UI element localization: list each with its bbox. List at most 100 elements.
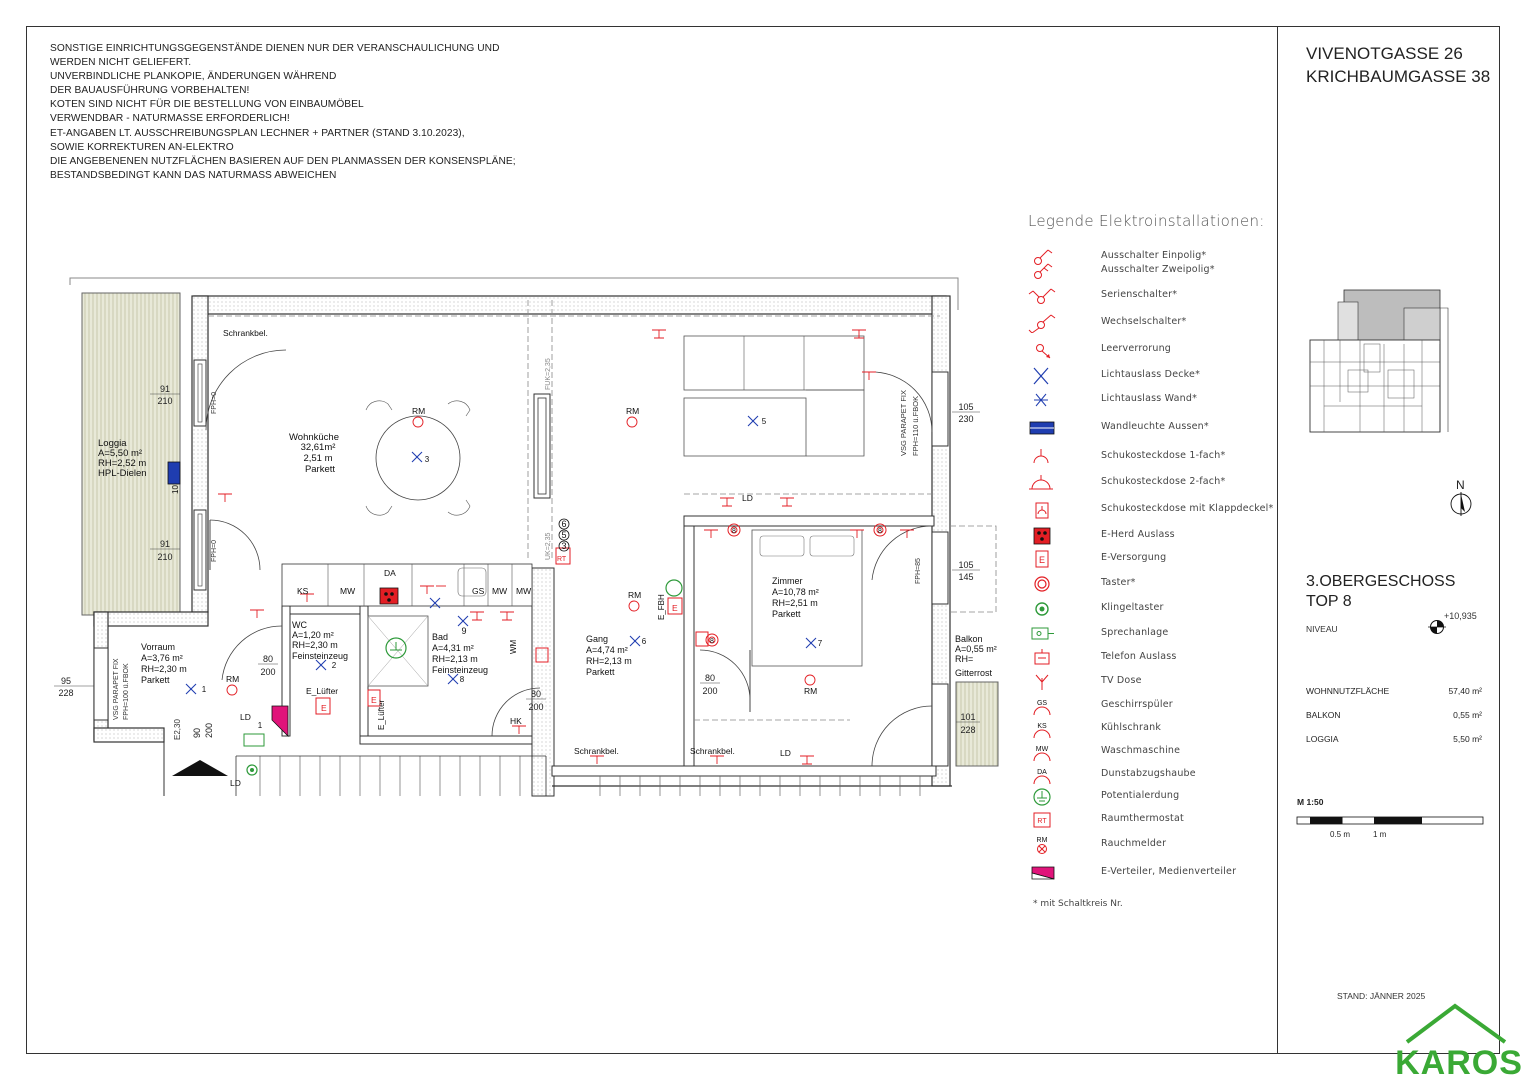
thermostat-icon [695,631,709,647]
extractor-hood-icon: DA [1033,769,1051,785]
floor-plan: 6 5 3 3 5 8 8 8 7 1 2 8 9 6 1 10 Loggia … [54,277,999,797]
circuit-number: 3 [561,541,566,551]
legend-item: Wechselschalter* [1028,313,1273,333]
socket-double-icon [1029,475,1053,490]
legend-item-label: Dunstabzugshaube [1101,768,1196,779]
outdoor-wall-light-icon [167,461,181,485]
doorbell-button-icon [1035,602,1049,616]
intercom-icon [1031,627,1054,640]
outdoor-wall-light-icon [1029,421,1055,435]
legend-item-label: E-Verteiler, Medienverteiler [1101,866,1237,877]
switch-single-icon [1034,249,1053,265]
title-block-divider [1277,26,1278,1054]
dim-bottom: 210 [157,552,172,562]
switch-double-icon [1034,263,1053,279]
room-floor: HPL-Dielen [98,468,147,479]
legend-item: Sprechanlage [1028,624,1273,644]
parapet-label: VSG PARAPET FIX [113,658,120,720]
room-height: RH=2,13 m [432,654,478,664]
note-line: BESTANDSBEDINGT KANN DAS NATURMASS ABWEI… [50,169,337,181]
dishwasher-tag: GS [472,586,485,596]
washer-label: WM [509,639,518,654]
scale-bar [1296,816,1484,825]
level-marker-icon [1428,620,1446,634]
dishwasher-icon: GS [1033,700,1051,716]
legend-item-label: TV Dose [1101,675,1142,686]
area-label: BALKON [1306,710,1341,720]
circuit-number: 3 [425,455,430,464]
dim-bottom: 200 [702,686,717,696]
legend-item: Ausschalter Zweipolig* [1028,261,1273,281]
note-line: UNVERBINDLICHE PLANKOPIE, ÄNDERUNGEN WÄH… [50,71,337,83]
smoke-detector-icon [626,416,638,428]
thermostat-tag: RT [557,556,567,563]
unit-name: TOP 8 [1306,593,1352,610]
room-height: RH=2,30 m [141,664,187,674]
room-area: A=10,78 m² [772,587,819,597]
distribution-board-icon [271,705,289,737]
stair-label: E2,30 [173,719,182,740]
power-supply-icon [315,697,331,715]
smoke-detector-icon [412,416,424,428]
dim-top: 80 [705,673,715,683]
window-height-label: FPH=0 [211,392,218,414]
legend-item-label: Schukosteckdose 1-fach* [1101,450,1226,461]
beam-label: FUK=2,35 [545,358,552,390]
balcony-grate [955,681,999,767]
grounding-icon [665,579,683,597]
note-line: VERWENDBAR - NATURMASSE ERFORDERLICH! [50,113,290,125]
window-height-label: FPH=0 [211,540,218,562]
legend-item-label: Ausschalter Zweipolig* [1101,264,1215,275]
legend-item-label: Ausschalter Einpolig* [1101,250,1207,261]
svg-text:RM: RM [1037,837,1048,844]
cabinet-light-label: Schrankbel. [574,746,619,756]
legend-item: Serienschalter* [1028,286,1273,306]
svg-text:RT: RT [1037,818,1047,825]
power-supply-icon: E [1035,550,1049,568]
area-value: 57,40 m² [1448,686,1482,696]
room-name: Vorraum [141,642,175,652]
floor-name: 3.OBERGESCHOSS [1306,573,1456,590]
legend-item: E-Verteiler, Medienverteiler [1028,863,1273,883]
circuit-number: 2 [332,661,337,670]
doorbell-button-icon [246,764,258,776]
area-label: LOGGIA [1306,734,1339,744]
revision-date: STAND: JÄNNER 2025 [1337,991,1426,1001]
circuit-number: 7 [818,639,823,648]
legend-item-label: Raumthermostat [1101,813,1184,824]
thermostat-icon [555,547,571,565]
room-name: Balkon [955,634,983,644]
dim-top: 90 [192,728,202,738]
legend-item: Telefon Auslass [1028,648,1273,668]
hood-tag: DA [384,568,396,578]
series-switch-icon [1028,288,1056,304]
dishwasher-tag: GS [1037,700,1047,707]
room-height: RH=2,13 m [586,656,632,666]
smoke-tag: RM [412,406,425,416]
grounding-icon [385,637,407,659]
room-floor: Feinsteinzeug [432,665,488,675]
room-floor: Parkett [586,667,615,677]
room-name: Gang [586,634,608,644]
legend-item-label: Taster* [1101,577,1136,588]
extractor-tag: MW [492,586,507,596]
legend-item-label: Klingeltaster [1101,602,1164,613]
room-name: Wohnküche [289,432,339,443]
note-line: SOWIE KORREKTUREN AN-ELEKTRO [50,141,234,153]
legend-item-label: Schukosteckdose mit Klappdeckel* [1101,503,1274,514]
legend-item: E-Herd Auslass [1028,526,1273,546]
socket-single-icon [1033,449,1049,464]
push-button-icon [1034,576,1050,592]
floor-heating-label: E_FBH [657,594,666,620]
legend-item-label: Waschmaschine [1101,745,1181,756]
legend-item: Lichtauslass Decke* [1028,366,1273,386]
room-area: A=3,76 m² [141,653,183,663]
smoke-detector-icon [804,674,816,686]
dim-top: 105 [958,402,973,412]
legend-item-label: Wechselschalter* [1101,316,1187,327]
circuit-number: 5 [561,530,566,540]
grounding-icon [1033,788,1051,806]
extractor-tag: MW [340,586,355,596]
